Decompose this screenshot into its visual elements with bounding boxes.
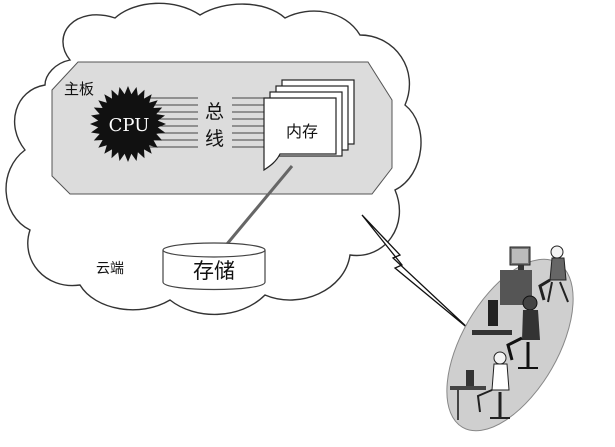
bus-label-top: 总 — [205, 101, 224, 123]
lightning-link-icon — [361, 214, 471, 331]
storage-label: 存储 — [193, 259, 235, 283]
cpu-label: CPU — [109, 115, 150, 136]
bus-label-bottom: 线 — [205, 128, 224, 150]
workstation-bottom — [450, 351, 510, 420]
memory-storage-link — [220, 165, 294, 251]
memory-label: 内存 — [286, 122, 318, 141]
cpu-starburst-icon: CPU — [90, 86, 166, 162]
workstation-users-icon — [446, 245, 574, 432]
motherboard-label: 主板 — [64, 80, 94, 98]
workstation-middle — [472, 295, 540, 369]
cylinder-storage-icon: 存储 — [162, 242, 266, 291]
cloud-label: 云端 — [96, 261, 124, 277]
stacked-pages-icon: 内存 — [263, 79, 355, 172]
